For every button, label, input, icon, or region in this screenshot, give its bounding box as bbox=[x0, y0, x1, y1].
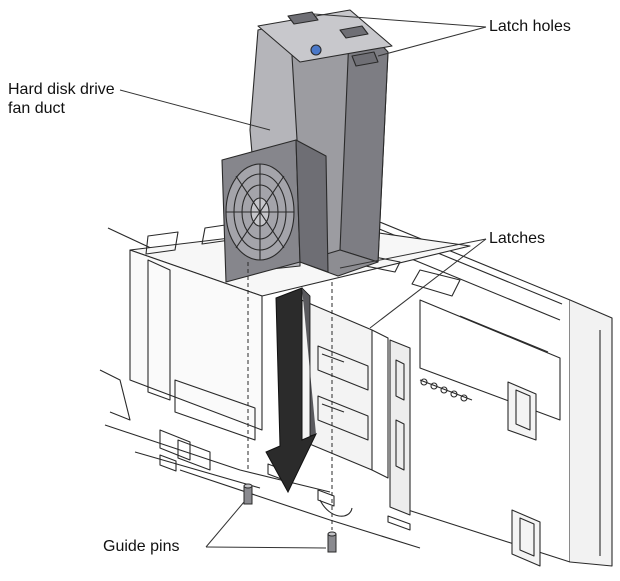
latch-hole bbox=[351, 51, 379, 67]
insert-direction-arrow bbox=[265, 287, 318, 494]
guide-pin bbox=[327, 531, 337, 553]
floor-tab bbox=[317, 489, 335, 507]
floor-tab bbox=[159, 454, 177, 472]
guide-pins-label: Guide pins bbox=[103, 538, 180, 555]
floor-tab bbox=[387, 515, 411, 531]
guide-pin bbox=[243, 483, 253, 505]
system-board bbox=[419, 299, 561, 421]
latch-holes-label: Latch holes bbox=[489, 18, 571, 35]
blue-touch-point bbox=[310, 44, 322, 56]
wall-clip-bottom bbox=[511, 509, 541, 567]
chassis-floor bbox=[99, 227, 421, 549]
floor-tab bbox=[319, 499, 353, 517]
pci-panel bbox=[389, 339, 411, 516]
wall-clip-top bbox=[507, 381, 537, 441]
latch-hole bbox=[287, 11, 319, 25]
hdd-fan-duct-label-line2: fan duct bbox=[8, 100, 65, 117]
hdd-fan-duct-label-line1: Hard disk drive bbox=[8, 81, 115, 98]
leader-lines bbox=[119, 13, 487, 549]
latches-label: Latches bbox=[489, 230, 546, 247]
latch-hole bbox=[339, 25, 369, 39]
hdd-fan-duct-label: Hard disk drive fan duct bbox=[8, 80, 115, 118]
chassis-wall bbox=[369, 217, 613, 567]
guide-lines bbox=[247, 262, 333, 530]
hdd-fan-duct bbox=[221, 9, 393, 283]
drive-bay-left bbox=[129, 249, 263, 471]
